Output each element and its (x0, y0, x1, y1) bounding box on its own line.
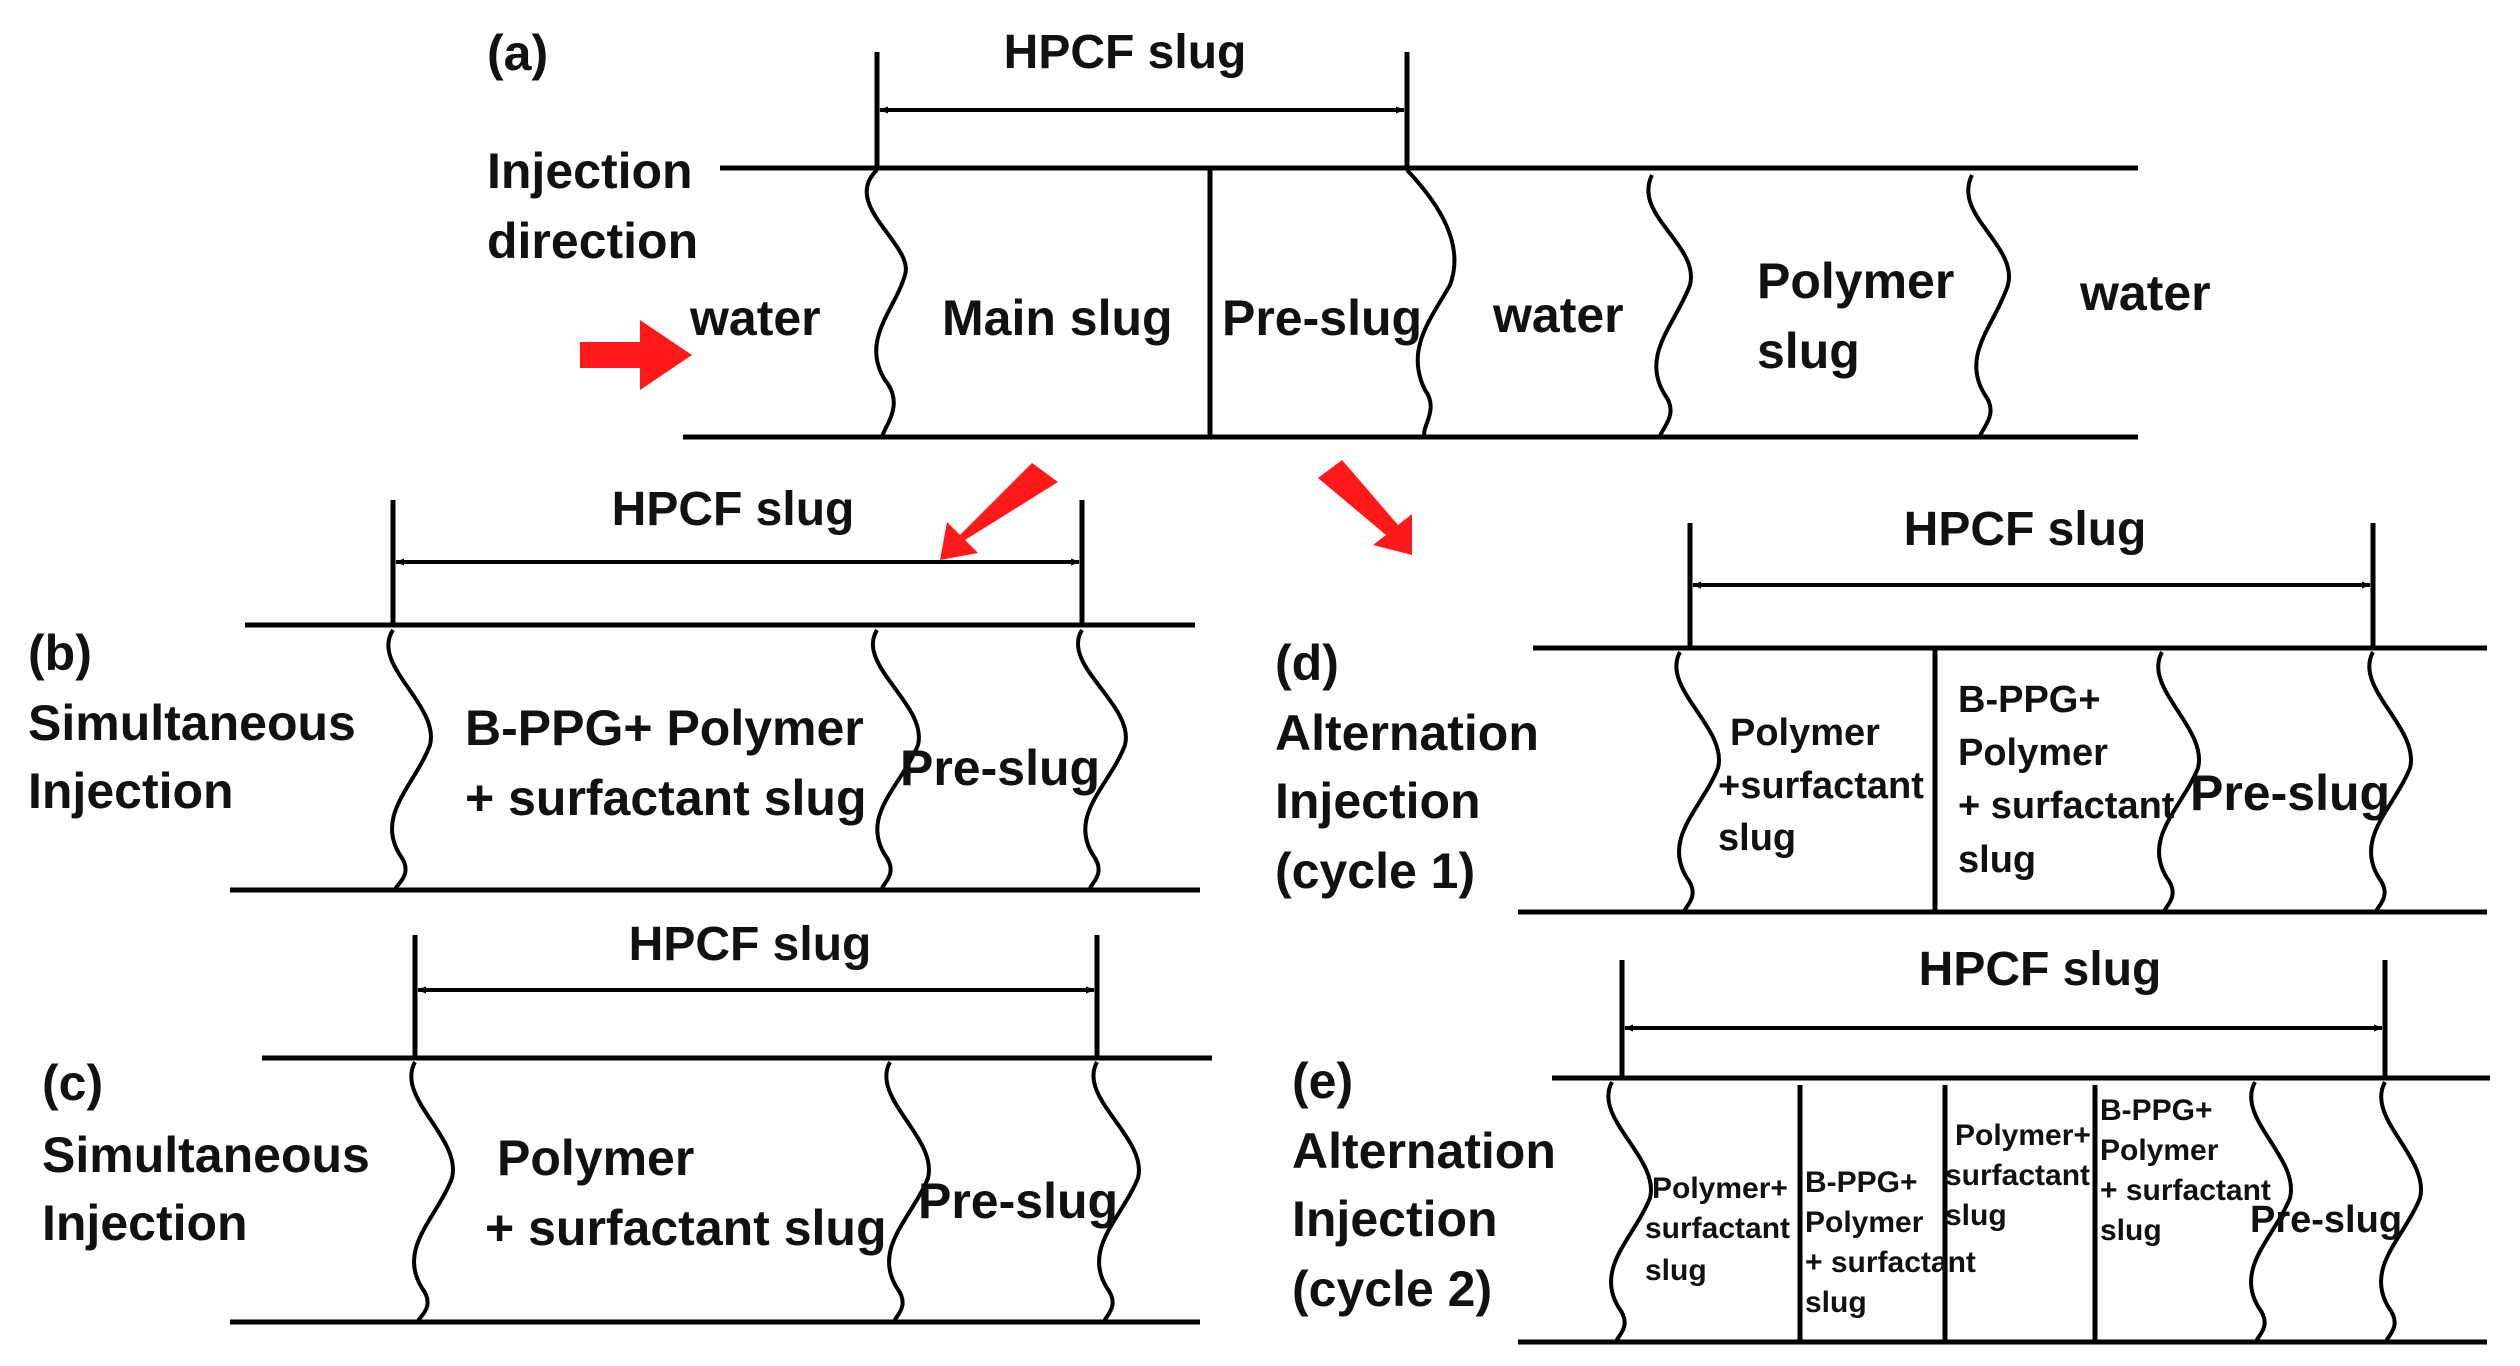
slug-polymer-surf-1-line1: Polymer+ (1652, 1172, 1788, 1205)
slug-boundary-wavy (2367, 651, 2414, 914)
panel-c-title-line2: Injection (42, 1195, 248, 1251)
slug-boundary-wavy (1076, 628, 1128, 891)
slug-boundary-wavy (2379, 1081, 2424, 1344)
slug-main-line2: + surfactant slug (465, 770, 867, 826)
slug-water-mid: water (1492, 287, 1624, 343)
panel-e-title-line2: Injection (1292, 1191, 1498, 1247)
slug-boundary-wavy (1091, 1061, 1141, 1324)
slug-boundary-wavy (409, 1061, 456, 1323)
slug-pre: Pre-slug (1222, 290, 1422, 346)
panel-d-label: (d) (1275, 635, 1339, 691)
hpcf-span-label: HPCF slug (1919, 943, 2162, 996)
injection-direction-label-line2: direction (487, 213, 698, 269)
red-right-arrow-icon (580, 320, 692, 390)
slug-boundary-wavy (884, 1061, 931, 1324)
injection-direction-label-line1: Injection (487, 143, 693, 199)
slug-pre: Pre-slug (918, 1173, 1118, 1229)
slug-main-line1: Polymer (497, 1130, 694, 1186)
hpcf-span-label: HPCF slug (1004, 26, 1247, 79)
panel-e: (e) Alternation Injection (cycle 2) HPCF… (1292, 943, 2490, 1345)
panel-c-label: (c) (42, 1055, 103, 1111)
slug-main: Main slug (942, 290, 1173, 346)
panel-b-label: (b) (28, 625, 92, 681)
slug-bppg-line4: slug (1958, 839, 2036, 881)
slug-pre: Pre-slug (900, 740, 1100, 796)
slug-polymer-line1: Polymer (1757, 253, 1954, 309)
panel-b: (b) Simultaneous Injection HPCF slug B-P… (28, 483, 1200, 893)
panel-d-title-line2: Injection (1275, 773, 1481, 829)
panel-a-label: (a) (487, 25, 548, 81)
slug-polymer-surf-2-line3: slug (1945, 1199, 2007, 1232)
slug-bppg-1-line2: Polymer (1805, 1206, 1924, 1239)
slug-polymer-surf-line1: Polymer (1730, 712, 1880, 754)
slug-main-line2: + surfactant slug (485, 1200, 887, 1256)
slug-water-out: water (2079, 265, 2211, 321)
slug-boundary-wavy (870, 628, 921, 891)
slug-pre: Pre-slug (2190, 765, 2390, 821)
panel-e-title-line1: Alternation (1292, 1123, 1556, 1179)
panel-c: (c) Simultaneous Injection HPCF slug Pol… (42, 918, 1212, 1325)
hpcf-span-label: HPCF slug (629, 918, 872, 971)
panel-b-title-line2: Injection (28, 763, 234, 819)
slug-boundary-wavy (2156, 651, 2202, 914)
slug-boundary-wavy (864, 168, 908, 438)
hpcf-span-label: HPCF slug (612, 483, 855, 536)
panel-a: (a) HPCF slug Injection direction water … (487, 25, 2211, 560)
slug-bppg-1-line1: B-PPG+ (1805, 1166, 1918, 1199)
slug-boundary-wavy (1646, 174, 1693, 438)
slug-polymer-surf-2-line1: Polymer+ (1955, 1119, 2091, 1152)
slug-polymer-line2: slug (1757, 323, 1860, 379)
slug-bppg-line3: + surfactant (1958, 785, 2175, 827)
panel-c-title-line1: Simultaneous (42, 1127, 370, 1183)
slug-polymer-surf-2-line2: surfactant (1945, 1159, 2090, 1192)
slug-bppg-line1: B-PPG+ (1958, 679, 2101, 721)
slug-boundary-wavy (1966, 174, 2012, 438)
panel-b-title-line1: Simultaneous (28, 695, 356, 751)
slug-boundary-wavy (386, 628, 433, 891)
slug-main-line1: B-PPG+ Polymer (465, 700, 864, 756)
red-diagonal-arrow-icon (1318, 460, 1412, 555)
panel-d-title-line1: Alternation (1275, 705, 1539, 761)
slug-water-in: water (689, 290, 821, 346)
hpcf-span-label: HPCF slug (1904, 503, 2147, 556)
slug-bppg-line2: Polymer (1958, 732, 2108, 774)
slug-boundary-wavy (1674, 651, 1721, 914)
slug-bppg-1-line3: + surfactant (1805, 1246, 1976, 1279)
slug-bppg-2-line2: Polymer (2100, 1134, 2219, 1167)
slug-polymer-surf-line3: slug (1718, 817, 1796, 859)
slug-polymer-surf-1-line3: slug (1645, 1254, 1707, 1287)
red-diagonal-arrow-icon (940, 463, 1058, 560)
slug-polymer-surf-line2: +surfactant (1718, 765, 1924, 807)
slug-boundary-wavy (2249, 1081, 2294, 1344)
panel-d: (d) Alternation Injection (cycle 1) HPCF… (1275, 503, 2487, 915)
slug-pre: Pre-slug (2250, 1199, 2402, 1241)
panel-e-title-line3: (cycle 2) (1292, 1261, 1492, 1317)
slug-polymer-surf-1-line2: surfactant (1645, 1212, 1790, 1245)
slug-boundary-wavy (1606, 1081, 1653, 1344)
slug-bppg-1-line4: slug (1805, 1286, 1867, 1319)
slug-bppg-2-line1: B-PPG+ (2100, 1094, 2213, 1127)
panel-e-label: (e) (1292, 1053, 1353, 1109)
slug-boundary-wavy (1405, 168, 1457, 438)
slug-bppg-2-line4: slug (2100, 1214, 2162, 1247)
panel-d-title-line3: (cycle 1) (1275, 843, 1475, 899)
slug-bppg-2-line3: + surfactant (2100, 1174, 2271, 1207)
